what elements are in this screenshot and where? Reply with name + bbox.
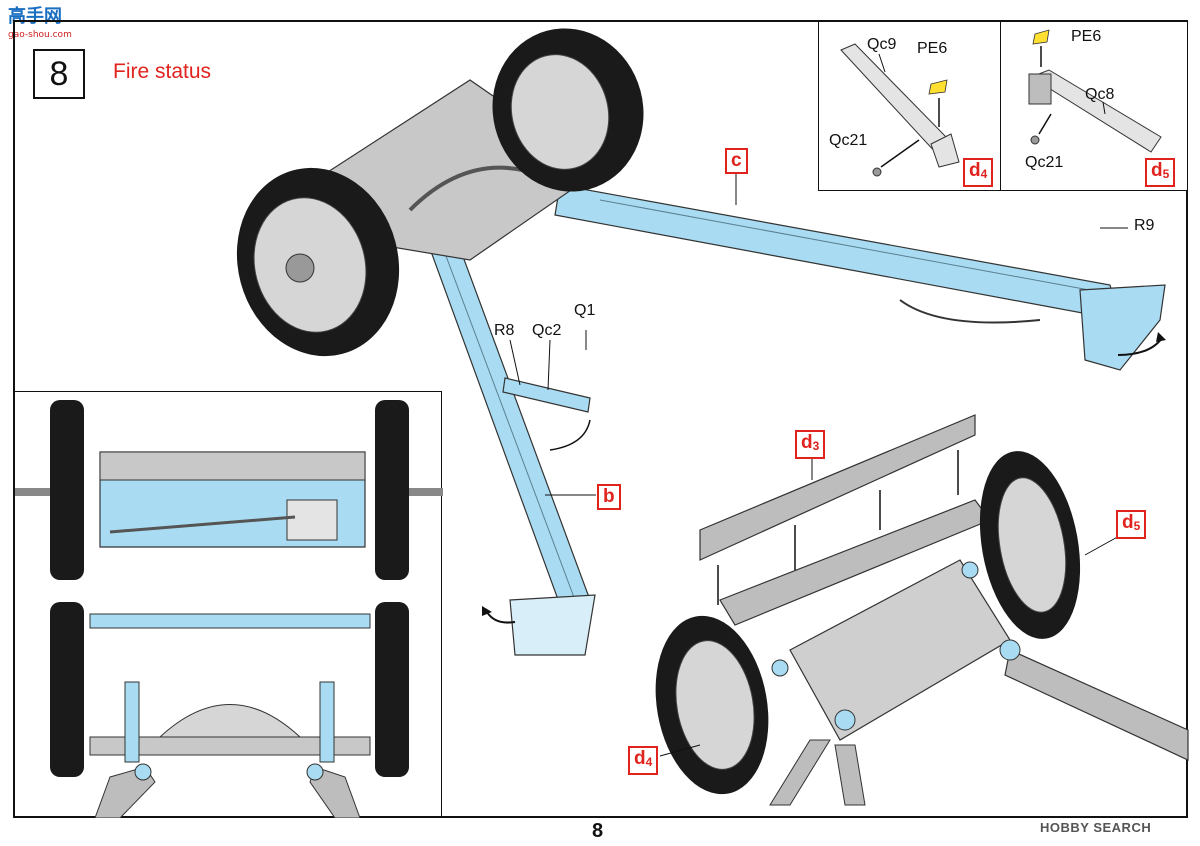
page-number: 8	[592, 820, 604, 842]
watermark-text: HOBBY SEARCH	[1040, 820, 1152, 835]
ref-letter: d	[634, 748, 646, 769]
inset-d5-drawing	[1028, 29, 1162, 153]
inset-comparison-drawing	[15, 400, 443, 818]
inset-comparison	[14, 391, 443, 818]
ref-badge-b: b	[597, 484, 621, 510]
ref-sub: 5	[1162, 167, 1170, 181]
step-number-box: 8	[33, 49, 85, 99]
logo-site-text: gao-shou.com	[8, 30, 72, 40]
label-q1: Q1	[574, 302, 596, 319]
ref-sub: 4	[645, 755, 653, 769]
label-pe6-d4: PE6	[917, 40, 948, 57]
ref-sub: 4	[980, 167, 988, 181]
label-qc8: Qc8	[1085, 86, 1115, 103]
ref-badge-d4-inset: d4	[963, 158, 994, 187]
label-qc9: Qc9	[867, 36, 897, 53]
label-qc21-d4: Qc21	[829, 132, 868, 149]
inset-d5: PE6 Qc8 Qc21 d5	[1000, 21, 1188, 191]
trail-arm-b	[424, 234, 596, 656]
label-r8: R8	[494, 322, 515, 339]
inset-d4: Qc9 PE6 Qc21 d4	[818, 21, 1002, 191]
lower-right-assembly	[655, 414, 1189, 806]
inset-d4-drawing	[840, 43, 960, 177]
ref-letter: d	[801, 432, 813, 453]
label-qc2: Qc2	[532, 322, 562, 339]
ref-letter: d	[1151, 160, 1163, 181]
wheel-right	[492, 28, 644, 192]
trail-arm-c	[554, 184, 1166, 371]
label-qc21-d5: Qc21	[1025, 154, 1064, 171]
wheel-left	[236, 167, 400, 357]
ref-sub: 3	[812, 439, 820, 453]
ref-badge-c: c	[725, 148, 748, 174]
ref-badge-d5: d5	[1116, 510, 1147, 539]
ref-badge-d3: d3	[795, 430, 826, 459]
ref-badge-d5-inset: d5	[1145, 158, 1176, 187]
ref-badge-d4: d4	[628, 746, 659, 775]
step-title: Fire status	[113, 60, 212, 83]
ref-letter: d	[969, 160, 981, 181]
ref-letter: d	[1122, 512, 1134, 533]
ref-sub: 5	[1133, 519, 1141, 533]
label-pe6-d5: PE6	[1071, 28, 1102, 45]
label-r9: R9	[1134, 217, 1155, 234]
